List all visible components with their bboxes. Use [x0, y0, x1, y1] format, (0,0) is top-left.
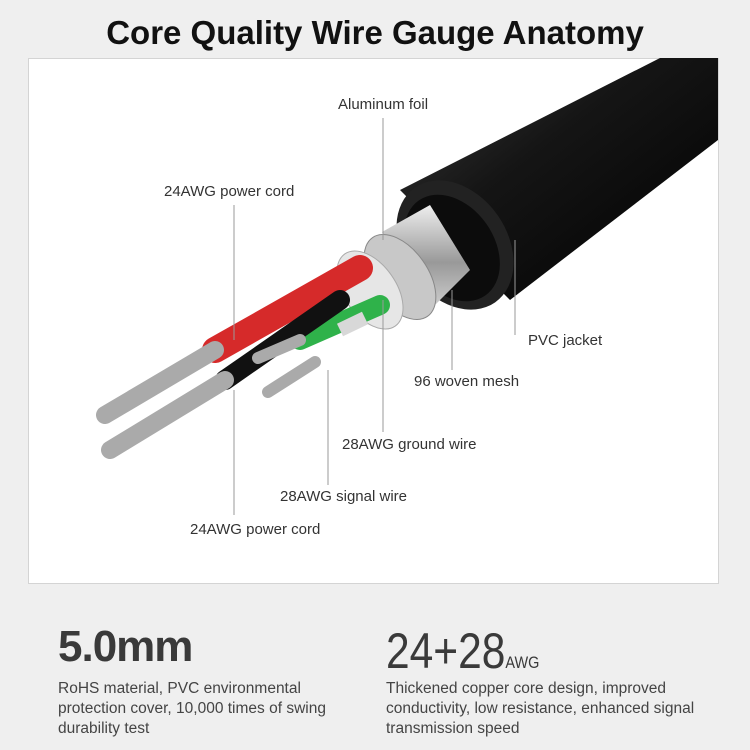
label-pvc-jacket: PVC jacket	[528, 332, 603, 349]
gauge-unit: AWG	[505, 653, 540, 672]
label-power-cord-top: 24AWG power cord	[164, 183, 295, 200]
label-ground-wire: 28AWG ground wire	[342, 436, 477, 453]
spec-gauge-description: Thickened copper core design, improved c…	[386, 680, 695, 737]
label-woven-mesh: 96 woven mesh	[414, 373, 520, 390]
label-signal-wire: 28AWG signal wire	[280, 488, 407, 505]
spec-diameter-value: 5.0mm	[58, 622, 193, 671]
gauge-number: 24+28	[386, 623, 506, 679]
label-power-cord-bottom: 24AWG power cord	[190, 521, 321, 538]
leader-lines	[233, 118, 516, 515]
spec-gauge-value: 24+28AWG	[386, 622, 539, 680]
label-aluminum-foil: Aluminum foil	[338, 96, 429, 113]
page-title: Core Quality Wire Gauge Anatomy	[106, 14, 644, 51]
wires	[96, 255, 390, 459]
spec-diameter-description: RoHS material, PVC environmental protect…	[58, 680, 326, 737]
